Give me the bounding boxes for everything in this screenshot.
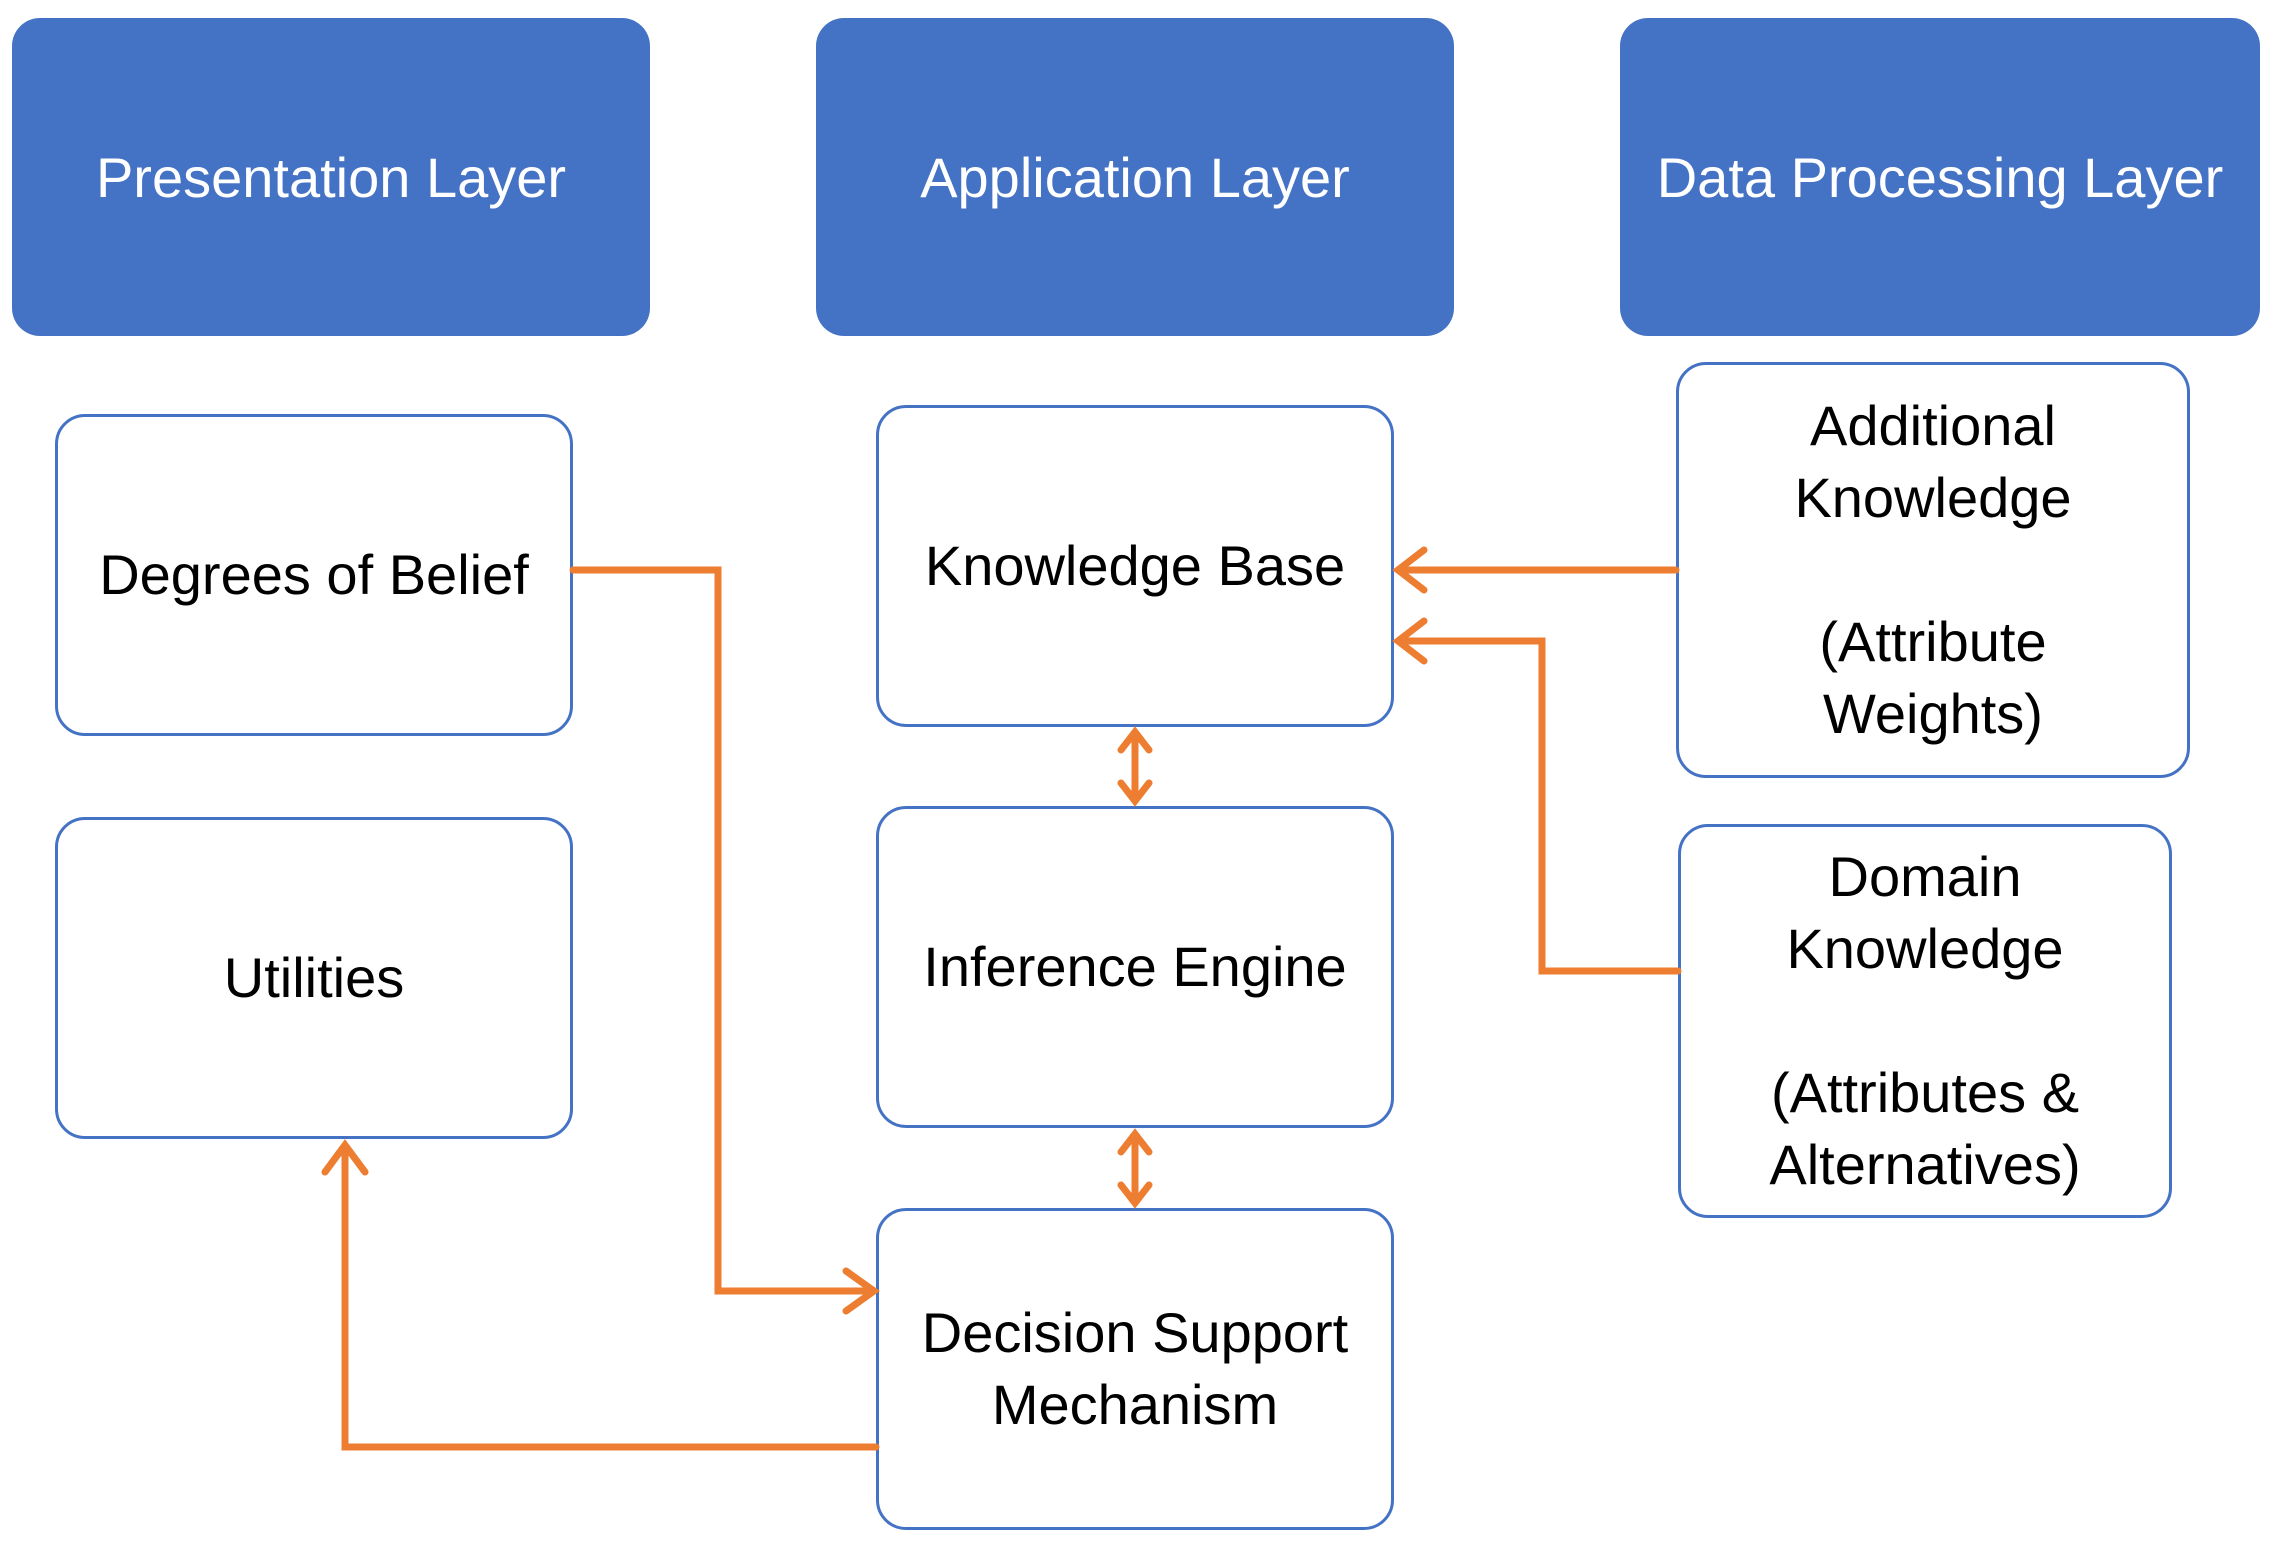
- additional-knowledge-line1: Additional: [1810, 394, 2056, 457]
- domain-knowledge-node: Domain Knowledge (Attributes & Alternati…: [1678, 824, 2172, 1218]
- utilities-node: Utilities: [55, 817, 573, 1139]
- domain-knowledge-line3: (Attributes &: [1770, 1061, 2080, 1124]
- edge-domain-to-knowledge-base: [1398, 637, 1682, 975]
- decision-support-label-line2: Mechanism: [991, 1373, 1279, 1436]
- additional-knowledge-node: Additional Knowledge (Attribute Weights): [1676, 362, 2190, 778]
- presentation-layer-header: Presentation Layer: [12, 18, 650, 336]
- degrees-of-belief-node: Degrees of Belief: [55, 414, 573, 736]
- additional-knowledge-line4: Weights): [1823, 682, 2043, 745]
- additional-knowledge-line2: Knowledge: [1794, 466, 2072, 529]
- utilities-label: Utilities: [223, 946, 405, 1009]
- arrowhead-knowledge-base-from-additional: [1392, 546, 1428, 594]
- decision-support-label-line1: Decision Support: [921, 1301, 1349, 1364]
- application-layer-header: Application Layer: [816, 18, 1454, 336]
- data-processing-layer-label: Data Processing Layer: [1656, 145, 2224, 209]
- data-processing-layer-header: Data Processing Layer: [1620, 18, 2260, 336]
- application-layer-label: Application Layer: [920, 145, 1350, 209]
- domain-knowledge-line2: Knowledge: [1786, 917, 2064, 980]
- edge-decision-support-to-utilities: [341, 1146, 880, 1451]
- arrowhead-knowledge-base-from-domain: [1392, 617, 1428, 665]
- decision-support-mechanism-node: Decision Support Mechanism: [876, 1208, 1394, 1530]
- presentation-layer-label: Presentation Layer: [95, 145, 567, 209]
- knowledge-base-node: Knowledge Base: [876, 405, 1394, 727]
- domain-knowledge-line1: Domain: [1828, 845, 2022, 908]
- degrees-of-belief-label: Degrees of Belief: [99, 543, 529, 606]
- arrowhead-utilities: [321, 1139, 369, 1176]
- arrowhead-ie-ds-bottom: [1117, 1181, 1153, 1209]
- knowledge-base-label: Knowledge Base: [924, 534, 1346, 597]
- additional-knowledge-line3: (Attribute: [1819, 610, 2047, 673]
- arrowhead-kb-ie-top: [1117, 726, 1153, 754]
- edge-belief-to-decision-support: [569, 566, 872, 1295]
- inference-engine-node: Inference Engine: [876, 806, 1394, 1128]
- inference-engine-label: Inference Engine: [923, 935, 1347, 998]
- arrowhead-decision-support-from-belief: [842, 1267, 881, 1315]
- arrowhead-ie-ds-top: [1117, 1128, 1153, 1156]
- arrowhead-kb-ie-bottom: [1117, 779, 1153, 807]
- domain-knowledge-line4: Alternatives): [1769, 1133, 2081, 1196]
